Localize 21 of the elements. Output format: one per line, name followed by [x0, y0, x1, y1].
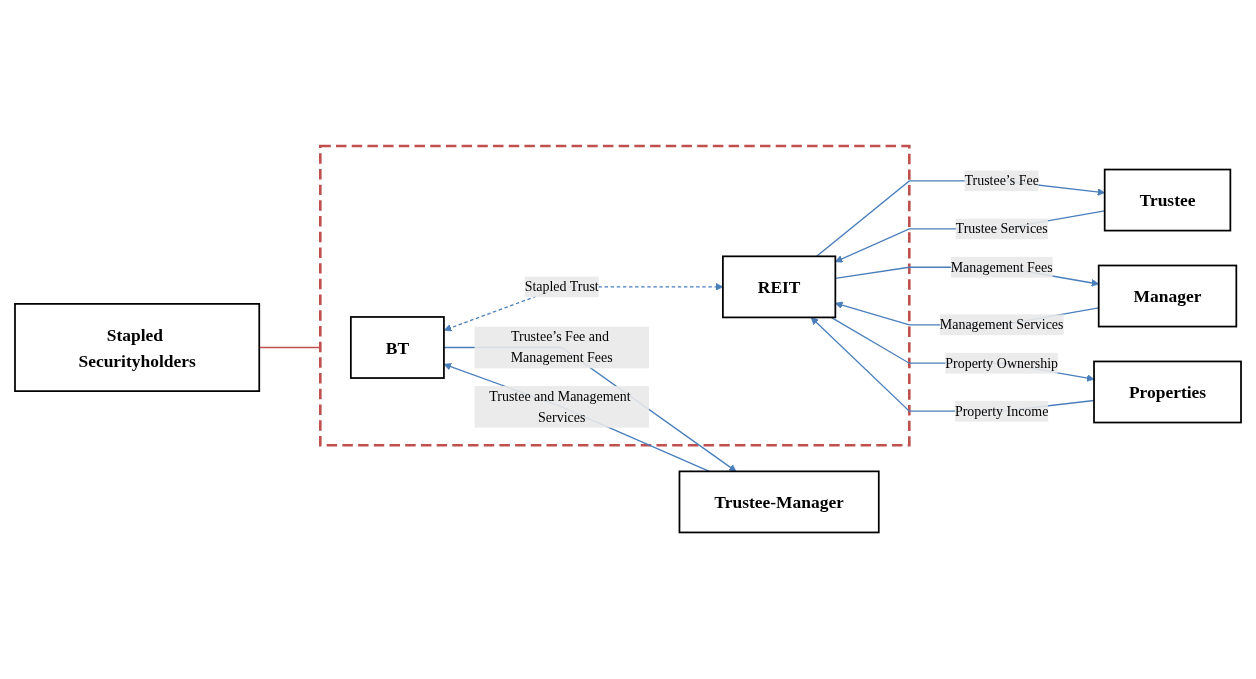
node-box: Stapled Securityholders: [14, 303, 261, 393]
edge-label: Property Income: [954, 403, 1049, 419]
node-box: Trustee-Manager: [678, 470, 880, 534]
edge-label: Trustee’s Fee and Management Fees: [510, 329, 613, 366]
edge-label: Trustee’s Fee: [964, 173, 1039, 189]
node-box: REIT: [722, 255, 837, 319]
edge-label: Property Ownership: [945, 355, 1059, 371]
arrow: [830, 317, 1095, 383]
arrow: [810, 317, 1095, 413]
cluster: [319, 144, 911, 447]
node-box: Manager: [1097, 264, 1238, 328]
edge-label: Trustee and Management Services: [489, 388, 631, 425]
edge-label: Stapled Trust: [524, 279, 599, 295]
node-box: Properties: [1093, 360, 1242, 424]
edge-label: Management Services: [939, 317, 1064, 333]
edge-label: Management Fees: [950, 259, 1053, 275]
node-box: BT: [350, 316, 445, 380]
edge-label: Trustee Services: [955, 221, 1048, 237]
arrow: [443, 347, 737, 472]
arrow: [443, 363, 710, 473]
node-box: Trustee: [1103, 168, 1232, 232]
